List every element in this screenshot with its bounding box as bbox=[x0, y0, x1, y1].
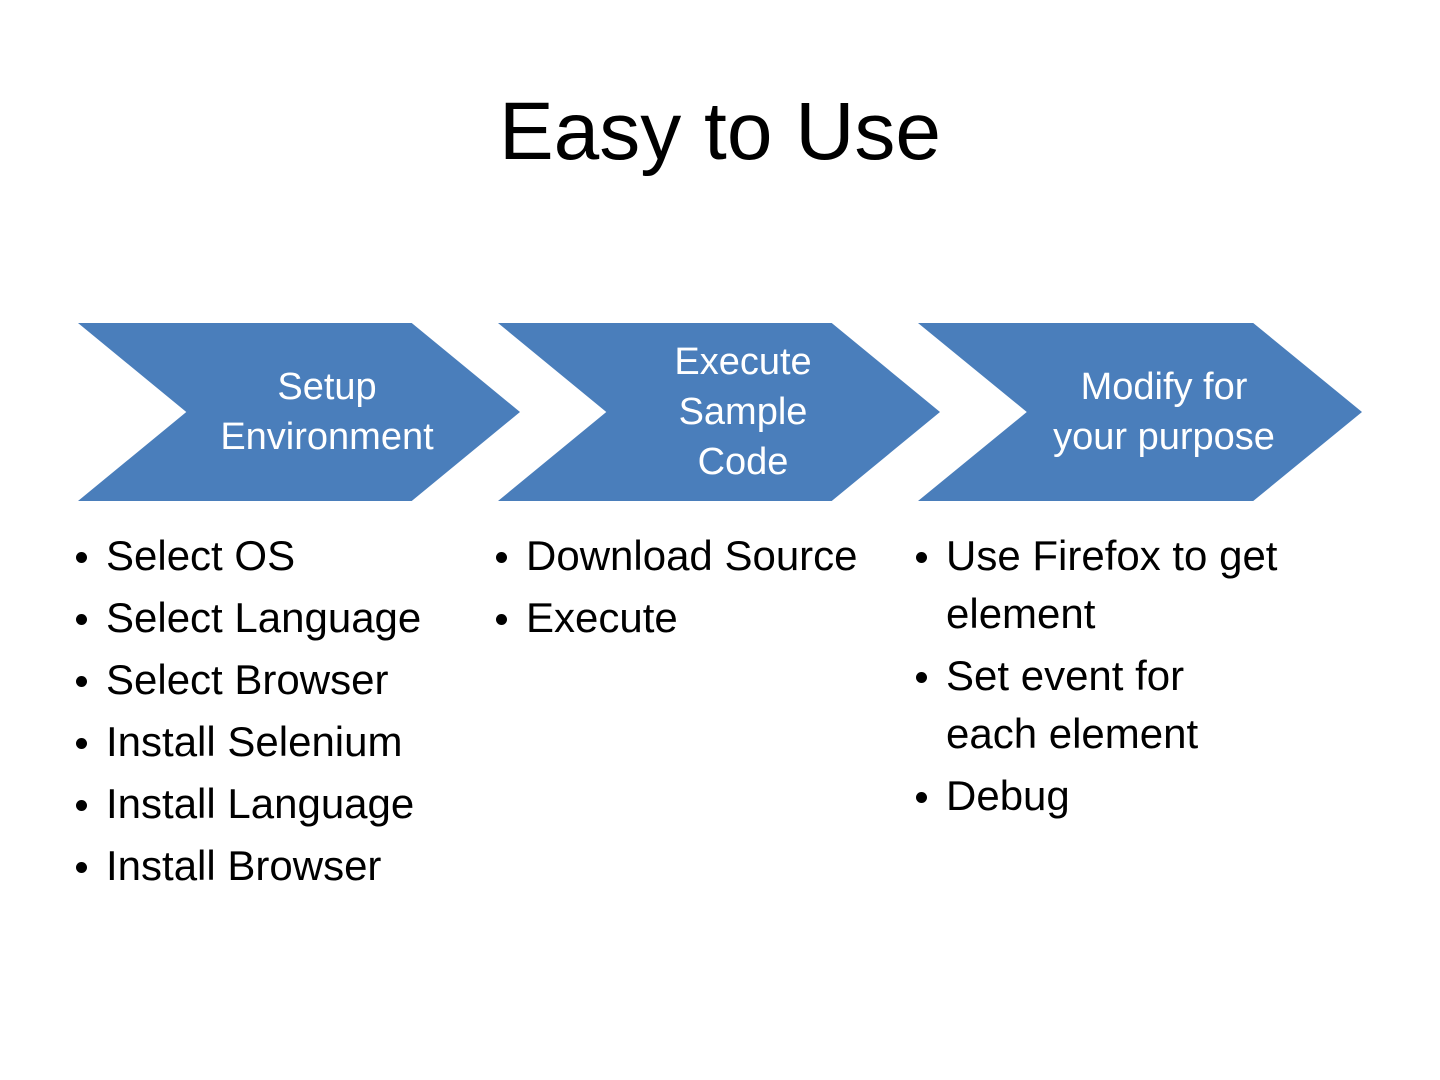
bullet-list-1: Select OS Select Language Select Browser… bbox=[68, 527, 440, 895]
list-item: Select OS bbox=[68, 527, 440, 585]
list-item: Install Selenium bbox=[68, 713, 440, 771]
list-item: Select Browser bbox=[68, 651, 440, 709]
bullet-column-1: Select OS Select Language Select Browser… bbox=[68, 527, 440, 899]
page-title: Easy to Use bbox=[498, 86, 942, 177]
bullet-column-2: Download Source Execute bbox=[488, 527, 860, 651]
bullet-list-2: Download Source Execute bbox=[488, 527, 860, 647]
process-step-2[interactable]: Execute Sample Code bbox=[498, 323, 940, 501]
bullet-list-3: Use Firefox to get element Set event for… bbox=[908, 527, 1280, 825]
process-step-1[interactable]: Setup Environment bbox=[78, 323, 520, 501]
process-step-1-label: Setup Environment bbox=[220, 366, 434, 458]
process-step-3-label: Modify for your purpose bbox=[1053, 366, 1275, 458]
list-item: Install Language bbox=[68, 775, 440, 833]
list-item: Use Firefox to get element bbox=[908, 527, 1280, 643]
list-item: Select Language bbox=[68, 589, 440, 647]
list-item: Execute bbox=[488, 589, 860, 647]
bullet-column-3: Use Firefox to get element Set event for… bbox=[908, 527, 1280, 829]
list-item: Install Browser bbox=[68, 837, 440, 895]
process-flow: Setup Environment Execute Sample Code Mo… bbox=[0, 323, 1440, 501]
process-step-2-label: Execute Sample Code bbox=[674, 341, 812, 483]
process-step-3[interactable]: Modify for your purpose bbox=[918, 323, 1362, 501]
list-item: Download Source bbox=[488, 527, 860, 585]
bullet-columns: Select OS Select Language Select Browser… bbox=[0, 527, 1440, 1067]
list-item: Debug bbox=[908, 767, 1280, 825]
list-item: Set event for each element bbox=[908, 647, 1280, 763]
